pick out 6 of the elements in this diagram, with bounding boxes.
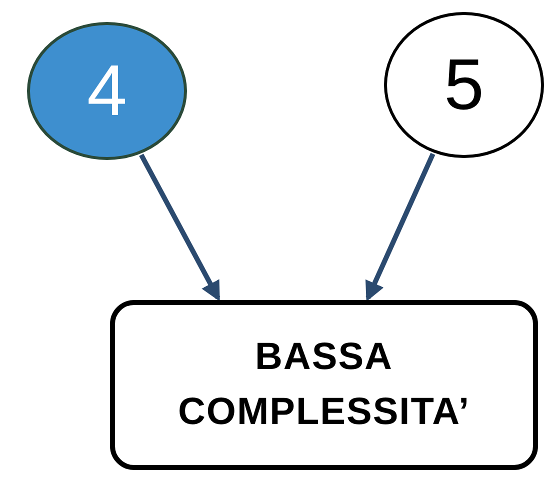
arrow [365, 152, 436, 302]
number-label: 5 [444, 44, 484, 126]
box-label: BASSA COMPLESSITA’ [176, 334, 472, 435]
number-label: 4 [86, 50, 128, 132]
process-box [110, 300, 538, 470]
arrow [139, 154, 220, 302]
